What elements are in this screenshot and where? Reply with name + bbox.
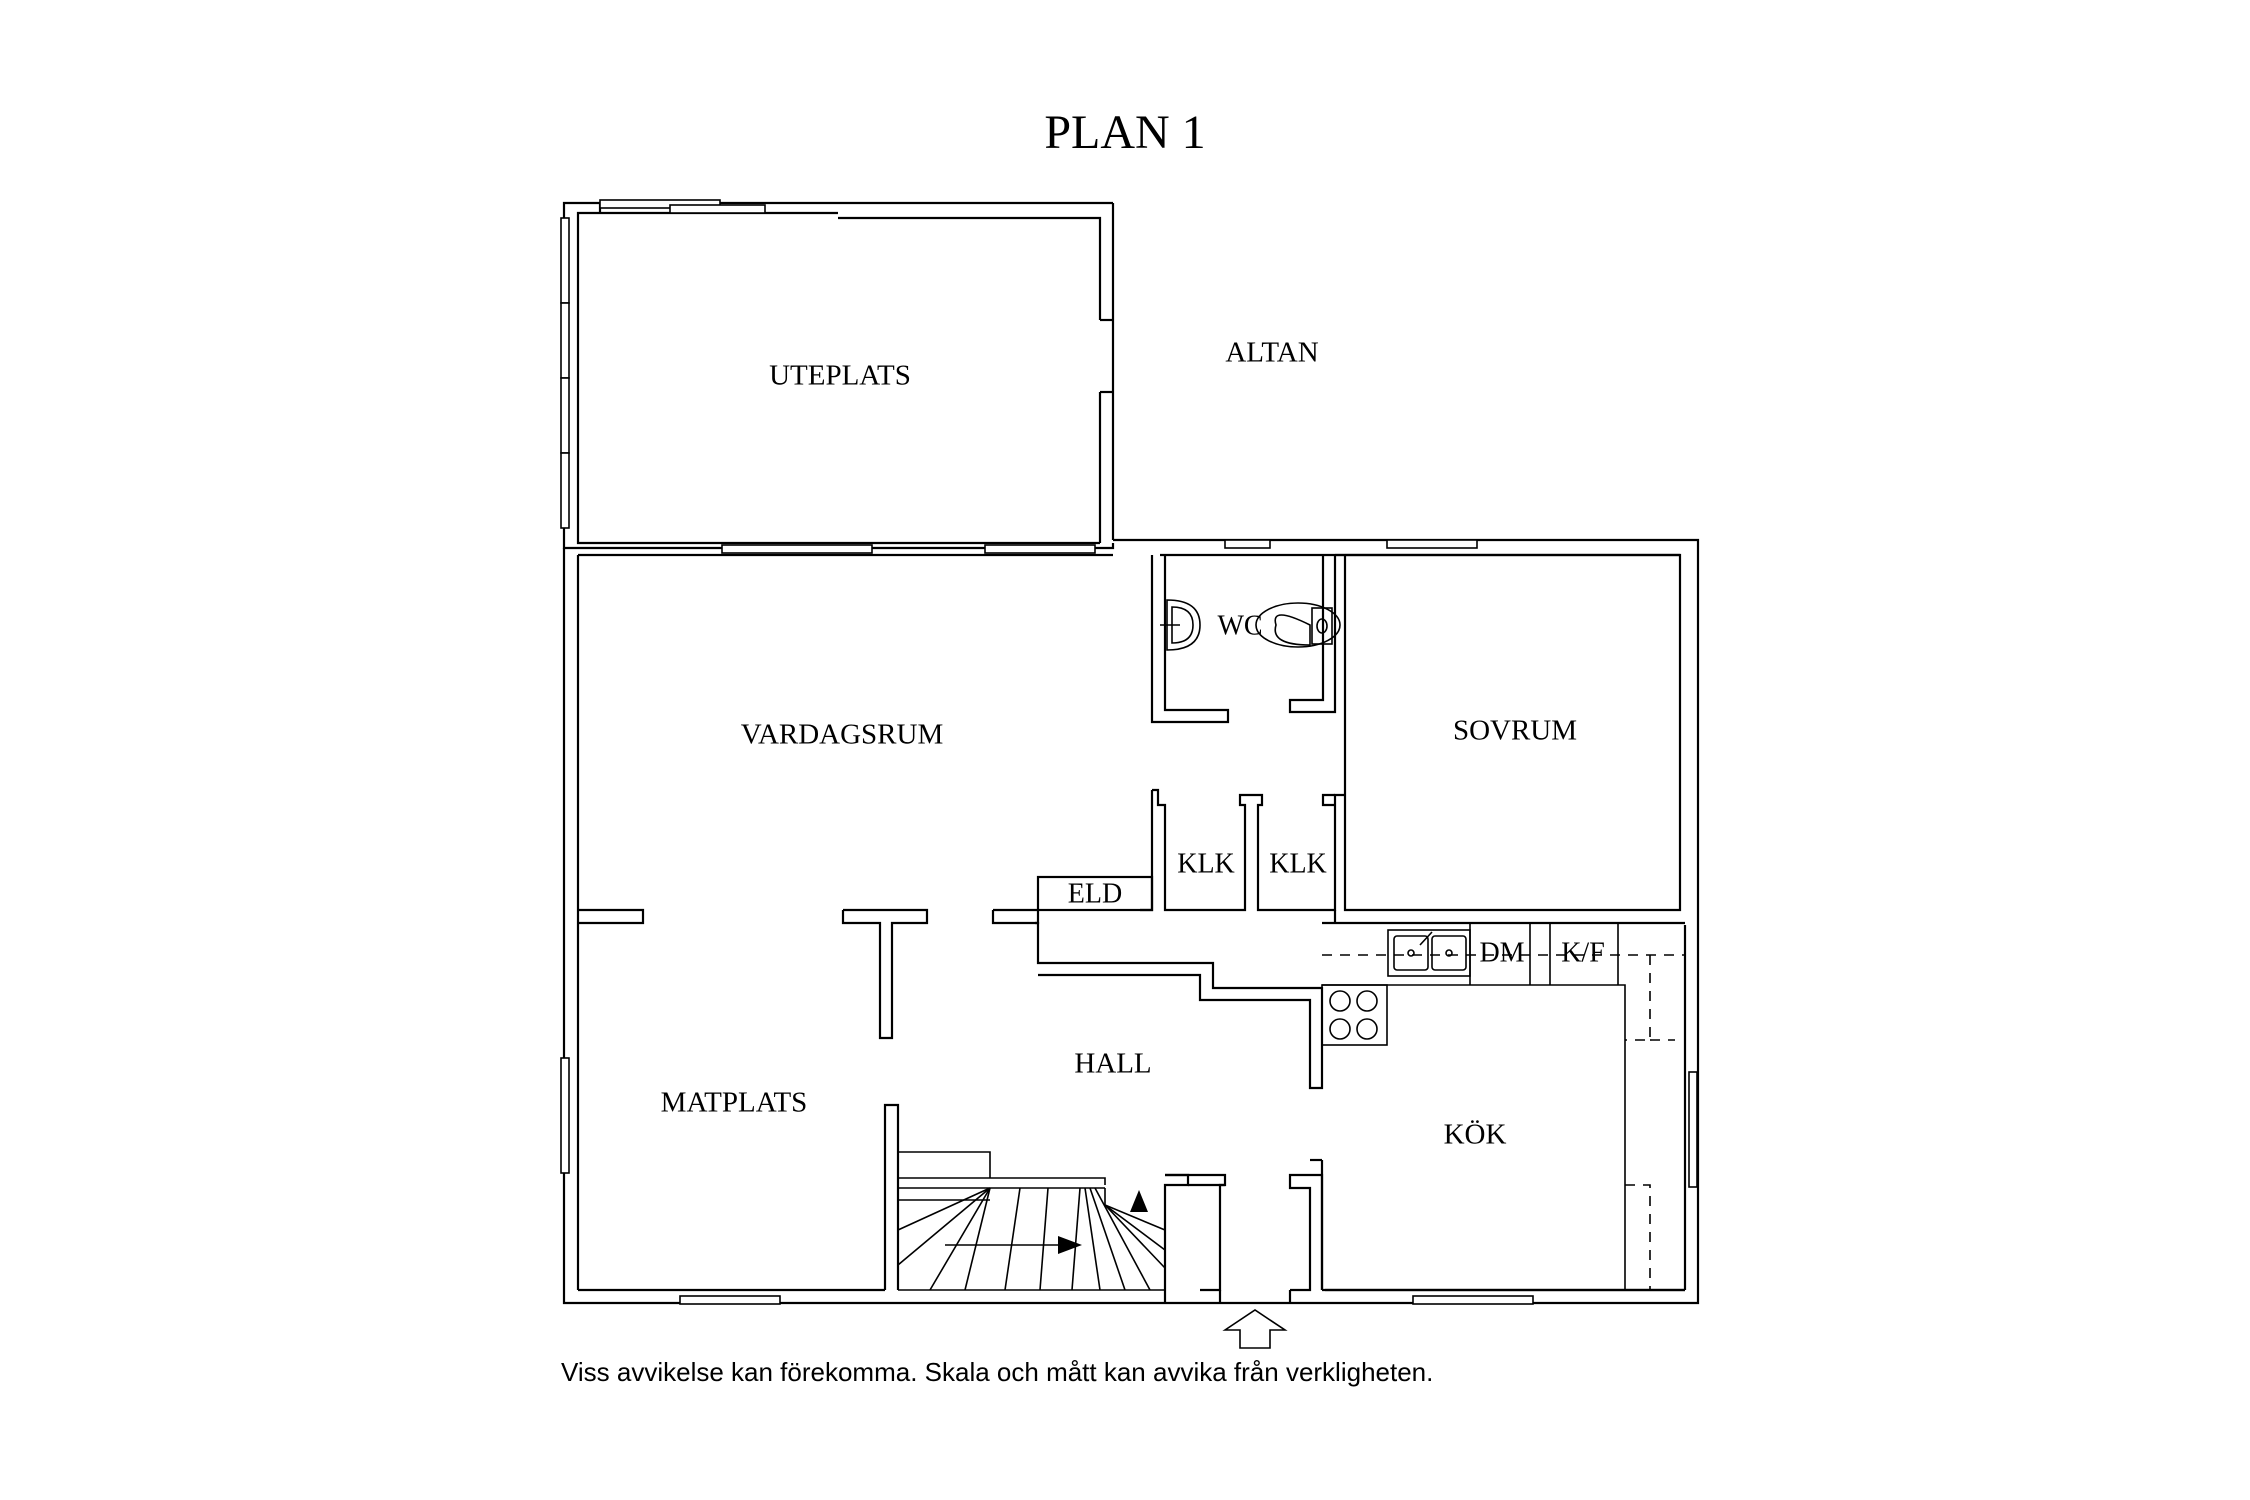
- plan-title: PLAN 1: [1044, 106, 1206, 159]
- room-label-sovrum: SOVRUM: [1453, 715, 1577, 747]
- label-dm: DM: [1479, 937, 1524, 968]
- wc-sink-icon: [1160, 599, 1201, 651]
- stove-icon: [1321, 984, 1388, 1046]
- room-label-matplats: MATPLATS: [661, 1087, 808, 1119]
- house-outer-walls: [562, 538, 1700, 1305]
- house-windows: [560, 539, 1698, 1305]
- room-label-altan: ALTAN: [1225, 337, 1318, 369]
- room-label-uteplats: UTEPLATS: [769, 360, 911, 392]
- room-label-wc: WC: [1217, 610, 1262, 641]
- staircase: [897, 1151, 1166, 1291]
- room-label-hall: HALL: [1074, 1048, 1151, 1080]
- entrance-arrow-icon: [1222, 1309, 1288, 1349]
- label-kf: K/F: [1561, 937, 1605, 968]
- room-label-vardagsrum: VARDAGSRUM: [741, 719, 944, 751]
- stair-arrow-right-icon: [1058, 1236, 1082, 1254]
- eld-fireplace: [1036, 875, 1154, 912]
- disclaimer-text: Viss avvikelse kan förekomma. Skala och …: [561, 1357, 1434, 1387]
- room-label-kok: KÖK: [1444, 1119, 1507, 1151]
- wc-walls: [1150, 553, 1345, 724]
- kitchen-counters: [1322, 923, 1685, 1290]
- uteplats-windows: [560, 199, 1096, 554]
- stair-arrow-up-icon: [1130, 1190, 1148, 1212]
- sink-icon: [1387, 929, 1471, 977]
- room-label-klk-2: KLK: [1269, 848, 1327, 879]
- sovrum-walls: [1343, 553, 1682, 912]
- wc-toilet-icon: [1255, 602, 1341, 648]
- room-label-eld: ELD: [1068, 878, 1122, 909]
- room-label-klk-1: KLK: [1177, 848, 1235, 879]
